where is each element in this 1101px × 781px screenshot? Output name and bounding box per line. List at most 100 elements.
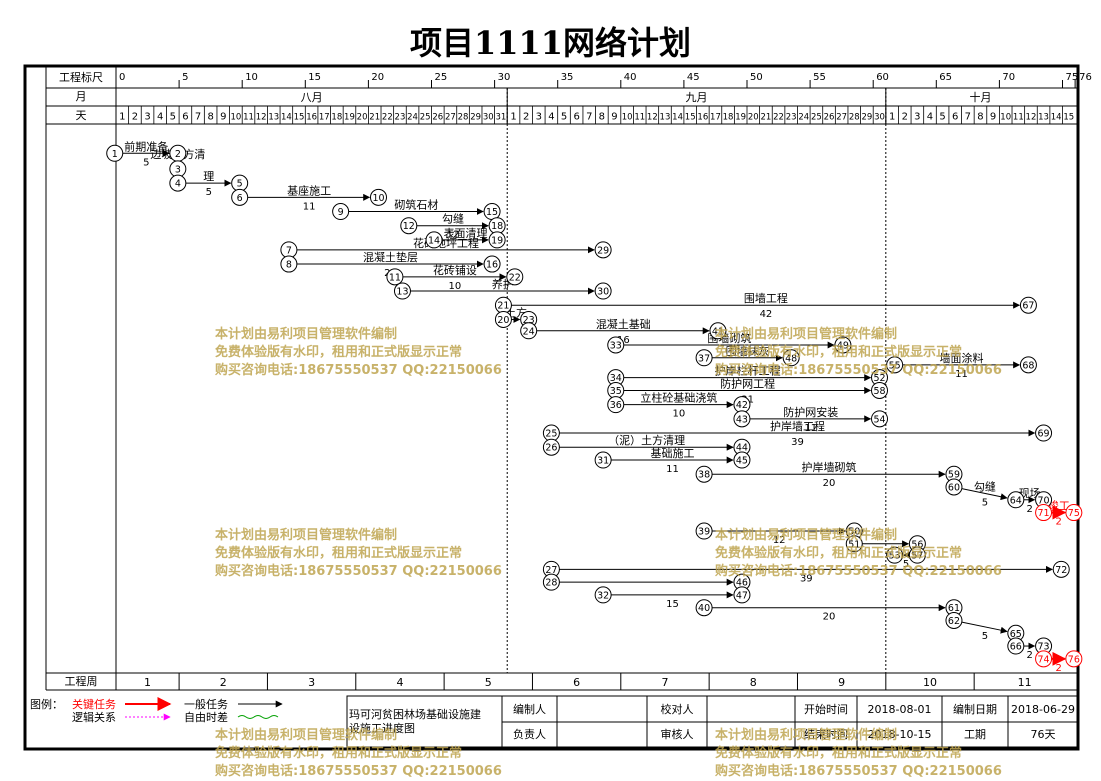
day-number: 29	[470, 113, 481, 123]
week-number: 11	[1018, 676, 1032, 689]
legend-critical-label: 关键任务	[72, 697, 116, 711]
start-value: 2018-08-01	[868, 703, 932, 716]
ruler-tick-label: 76	[1079, 72, 1092, 83]
day-number: 30	[483, 113, 494, 123]
day-number: 6	[952, 112, 958, 123]
node-number: 68	[1022, 360, 1034, 371]
watermark-line: 本计划由易利项目管理软件编制	[215, 528, 398, 543]
day-number: 10	[230, 113, 241, 123]
node-number: 25	[545, 429, 557, 440]
page-title: 项目1111网络计划	[409, 24, 692, 62]
node-circle	[542, 573, 560, 591]
activity-name: 理	[203, 170, 214, 183]
watermark-line: 免费体验版有水印，租用和正式版显示正常	[215, 546, 463, 561]
activity-duration: 5	[206, 187, 212, 198]
ruler-tick-label: 0	[119, 72, 125, 83]
watermark-line: 本计划由易利项目管理软件编制	[715, 528, 898, 543]
day-number: 5	[561, 112, 567, 123]
node-circle	[607, 396, 625, 414]
checker-label: 校对人	[661, 702, 694, 716]
node-number: 28	[545, 578, 557, 589]
node-number: 55	[889, 360, 901, 371]
activity-duration: 2	[1027, 650, 1033, 661]
node-circle	[400, 217, 418, 235]
node-circle	[369, 188, 387, 206]
day-number: 27	[445, 113, 456, 123]
activity-name: 护岸墙砌筑	[802, 460, 857, 474]
node-number: 61	[948, 603, 960, 614]
node-number: 37	[698, 353, 710, 364]
month-name: 九月	[686, 91, 708, 104]
activity-name: 混凝土基础	[596, 317, 651, 331]
activity-name: 花砖铺设	[433, 263, 477, 277]
node-number: 60	[948, 483, 960, 494]
legend-float-label: 自由时差	[184, 710, 228, 724]
week-number: 7	[661, 676, 668, 689]
node-circle	[169, 174, 187, 192]
activity-duration: 2	[1056, 663, 1062, 674]
activity-name: （泥）土方清理	[608, 433, 685, 447]
day-number: 16	[697, 113, 708, 123]
day-number: 7	[965, 112, 971, 123]
node-number: 53	[889, 551, 901, 562]
node-circle	[1065, 504, 1083, 522]
activity-duration: 5	[143, 157, 149, 168]
watermark-line: 免费体验版有水印，租用和正式版显示正常	[215, 345, 463, 360]
week-label: 工程周	[65, 675, 98, 688]
week-number: 8	[750, 676, 757, 689]
week-number: 9	[838, 676, 845, 689]
node-number: 64	[1010, 495, 1022, 506]
activity-name: 勾缝	[974, 479, 996, 493]
day-number: 6	[182, 112, 188, 123]
day-number: 26	[824, 113, 835, 123]
node-number: 51	[848, 539, 860, 550]
node-number: 74	[1038, 654, 1050, 665]
activity-name: 墙面涂料	[940, 351, 984, 365]
activity-duration: 15	[666, 599, 679, 610]
ruler-tick-label: 10	[245, 72, 258, 83]
node-number: 46	[736, 578, 748, 589]
node-number: 69	[1038, 429, 1050, 440]
node-circle	[1019, 356, 1037, 374]
day-number: 20	[357, 113, 368, 123]
activity-name: 基础施工	[651, 447, 695, 460]
node-circle	[871, 381, 889, 399]
day-number: 19	[735, 113, 746, 123]
day-number: 22	[773, 113, 784, 123]
day-number: 15	[294, 113, 305, 123]
node-number: 58	[873, 386, 885, 397]
watermark-line: 本计划由易利项目管理软件编制	[715, 728, 898, 743]
node-number: 13	[396, 287, 408, 298]
node-circle	[520, 322, 538, 340]
footer-info-table: 图例：关键任务逻辑关系一般任务自由时差玛可河贫困林场基础设施建设施工进度图编制人…	[30, 695, 1079, 748]
activity-duration: 12	[773, 535, 786, 546]
node-number: 14	[428, 235, 440, 246]
node-circle	[386, 268, 404, 286]
node-number: 7	[286, 245, 292, 256]
node-circle	[393, 282, 411, 300]
day-number: 27	[836, 113, 847, 123]
activity-duration: 5	[903, 559, 909, 570]
day-number: 18	[331, 113, 342, 123]
watermark: 本计划由易利项目管理软件编制免费体验版有水印，租用和正式版显示正常购买咨询电话:…	[215, 727, 502, 781]
node-circle	[871, 410, 889, 428]
activity-name: 花砖地坪工程	[413, 236, 479, 250]
day-number: 9	[611, 112, 617, 123]
activity-name: 防护网安装	[783, 405, 838, 419]
day-number: 11	[634, 113, 645, 123]
week-number: 6	[573, 676, 580, 689]
day-number: 15	[685, 113, 696, 123]
ruler-tick-label: 25	[435, 72, 448, 83]
node-circle	[594, 241, 612, 259]
node-number: 49	[837, 341, 849, 352]
week-number: 5	[485, 676, 492, 689]
node-number: 21	[497, 301, 509, 312]
day-number: 16	[306, 113, 317, 123]
week-number: 10	[923, 676, 937, 689]
watermark-line: 购买咨询电话:18675550537 QQ:22150066	[715, 363, 1002, 378]
day-number: 14	[281, 113, 292, 123]
activity-name: 混凝土垫层	[363, 250, 418, 264]
duration-label: 工期	[964, 728, 986, 741]
node-number: 40	[698, 603, 710, 614]
